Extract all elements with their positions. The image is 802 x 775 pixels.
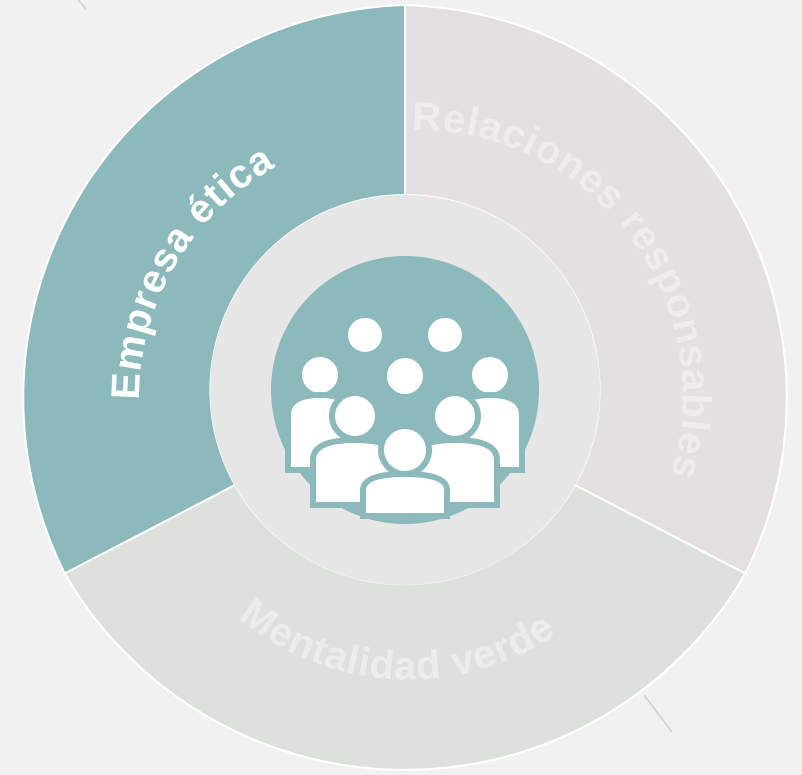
decorative-line [77, 0, 87, 10]
decorative-line [643, 694, 673, 733]
people-group-icon [285, 312, 525, 519]
